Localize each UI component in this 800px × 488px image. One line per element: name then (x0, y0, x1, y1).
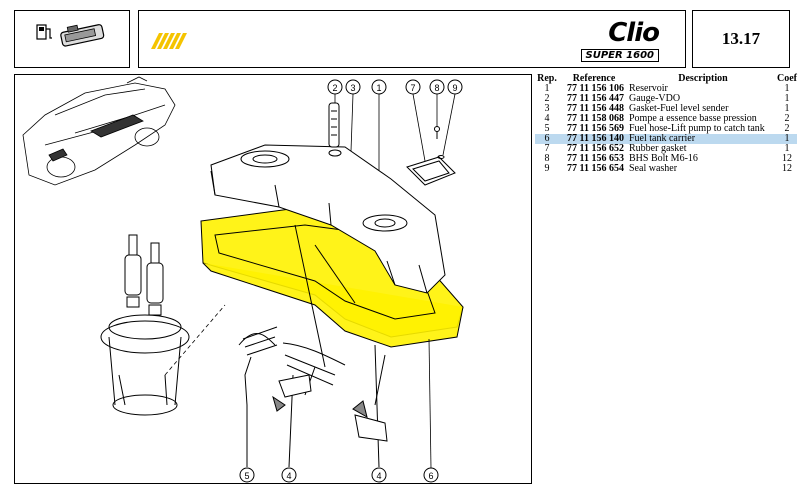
brand-stripes-icon (151, 33, 187, 49)
cell-coef: 1 (784, 83, 790, 94)
brand-logo: Clio SUPER 1600 (580, 18, 660, 63)
cell-coef: 12 (782, 153, 792, 164)
callout-4a: 4 (281, 467, 297, 483)
col-coef: Coef (777, 73, 797, 84)
cell-description: Fuel hose-Lift pump to catch tank (629, 123, 765, 134)
callout-1: 1 (371, 79, 387, 95)
cell-coef: 1 (784, 143, 790, 154)
callout-label: 1 (376, 83, 381, 93)
col-rep: Rep. (537, 73, 557, 84)
table-row[interactable]: 7 77 11 156 652 Rubber gasket 1 (535, 144, 797, 154)
table-row[interactable]: 5 77 11 156 569 Fuel hose-Lift pump to cat… (535, 124, 797, 134)
brand-subtitle: SUPER 1600 (580, 49, 659, 62)
cell-description: Seal washer (629, 163, 678, 174)
callout-label: 2 (332, 83, 337, 93)
table-row[interactable]: 2 77 11 156 447 Gauge-VDO 1 (535, 94, 797, 104)
fuel-system-thumbnail (14, 10, 130, 68)
cell-reference: 77 11 156 569 (567, 123, 624, 134)
fuel-hoses (238, 224, 386, 468)
table-row[interactable]: 3 77 11 156 448 Gasket-Fuel level sender 1 (535, 104, 797, 114)
catch-tank (100, 314, 190, 416)
cell-description: Gauge-VDO (629, 93, 681, 104)
callout-5: 5 (239, 467, 255, 483)
callout-label: 4 (286, 471, 291, 481)
cell-rep: 6 (535, 134, 559, 144)
cell-reference: 77 11 156 653 (567, 153, 624, 164)
callout-label: 4 (376, 471, 381, 481)
cell-reference: 77 11 156 447 (567, 93, 624, 104)
cell-reference: 77 11 158 068 (567, 113, 624, 124)
cell-coef: 2 (784, 113, 790, 124)
cell-rep: 2 (544, 93, 550, 104)
callout-label: 9 (452, 83, 457, 93)
table-header-row: Rep. Reference Description Coef (535, 74, 797, 84)
callout-label: 5 (244, 471, 249, 481)
cell-coef: 1 (784, 103, 790, 114)
model-header: Clio SUPER 1600 (138, 10, 686, 68)
fuel-reservoir (210, 144, 446, 294)
fuel-tank-exploded-view: 2 3 1 7 8 9 5 4 4 6 (22, 76, 464, 483)
cell-reference: 77 11 156 106 (567, 83, 624, 94)
gauge-sender (328, 102, 456, 186)
car-silhouette (22, 76, 176, 186)
cell-description: Gasket-Fuel level sender (629, 103, 729, 114)
cell-rep: 7 (544, 143, 550, 154)
fuel-pumps (124, 234, 164, 316)
callout-label: 6 (428, 471, 433, 481)
fuel-pump-icon (36, 24, 105, 47)
cell-coef: 1 (777, 134, 797, 144)
cell-description: Reservoir (629, 83, 668, 94)
table-row[interactable]: 4 77 11 158 068 Pompe a essence basse pres… (535, 114, 797, 124)
brand-name: Clio (608, 18, 660, 48)
callout-7: 7 (405, 79, 421, 95)
callout-label: 8 (434, 83, 439, 93)
cell-rep: 9 (544, 163, 550, 174)
cell-reference: 77 11 156 140 (559, 134, 629, 144)
table-row[interactable]: 8 77 11 156 653 BHS Bolt M6-16 12 (535, 154, 797, 164)
cell-description: Pompe a essence basse pression (629, 113, 757, 124)
cell-rep: 5 (544, 123, 550, 134)
cell-reference: 77 11 156 448 (567, 103, 624, 114)
callout-label: 3 (350, 83, 355, 93)
cell-description: Fuel tank carrier (629, 134, 777, 144)
callout-3: 3 (345, 79, 361, 95)
page-number: 13.17 (721, 29, 761, 48)
callout-4b: 4 (371, 467, 387, 483)
page-number-box: 13.17 (692, 10, 790, 68)
callout-2: 2 (327, 79, 343, 95)
col-description: Description (678, 73, 728, 84)
cell-rep: 1 (544, 83, 550, 94)
cell-reference: 77 11 156 652 (567, 143, 624, 154)
exploded-diagram: 2 3 1 7 8 9 5 4 4 6 (14, 74, 532, 484)
cell-coef: 12 (782, 163, 792, 174)
cell-rep: 4 (544, 113, 550, 124)
callout-label: 7 (410, 83, 415, 93)
lift-pump (272, 374, 388, 442)
callout-6: 6 (423, 467, 439, 483)
cell-rep: 8 (544, 153, 550, 164)
table-row[interactable]: 9 77 11 156 654 Seal washer 12 (535, 164, 797, 174)
col-reference: Reference (572, 73, 616, 84)
cell-coef: 2 (784, 123, 790, 134)
table-row[interactable]: 1 77 11 156 106 Reservoir 1 (535, 84, 797, 94)
cell-description: Rubber gasket (629, 143, 687, 154)
cell-description: BHS Bolt M6-16 (629, 153, 698, 164)
cell-rep: 3 (544, 103, 550, 114)
parts-table: Rep. Reference Description Coef 1 77 11 1… (535, 74, 797, 174)
callout-8: 8 (429, 79, 445, 95)
cell-reference: 77 11 156 654 (567, 163, 624, 174)
cell-coef: 1 (784, 93, 790, 104)
callout-9: 9 (447, 79, 463, 95)
